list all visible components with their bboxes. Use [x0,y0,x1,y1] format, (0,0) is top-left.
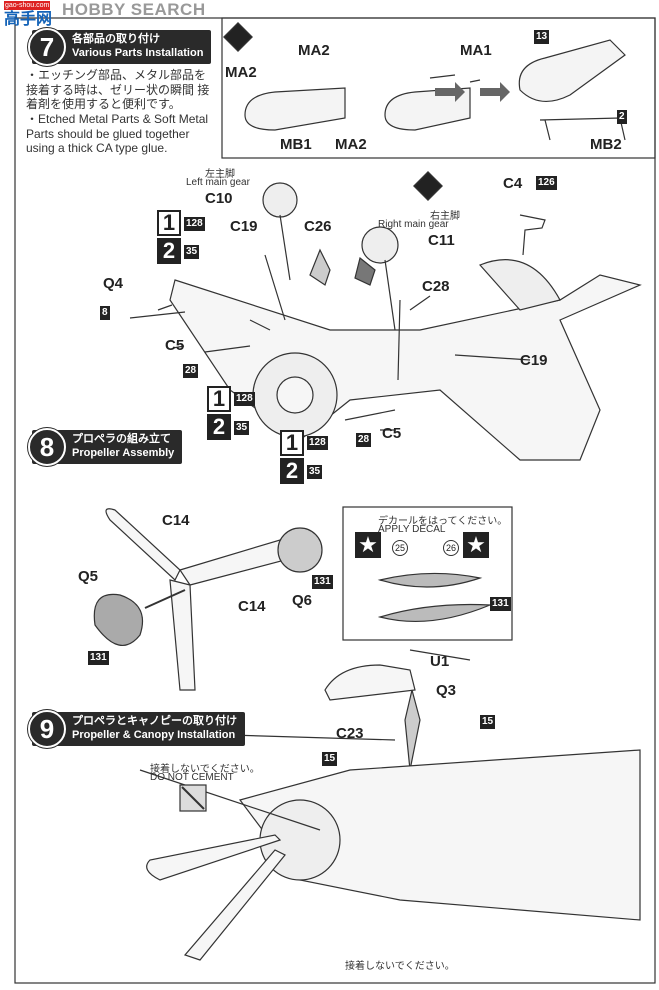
variant-2-badge: 2 [207,414,231,440]
part-c19: C19 [520,352,548,369]
step-9-header: 9 プロペラとキャノピーの取り付け Propeller & Canopy Ins… [28,710,245,748]
part-c5: C5 [165,337,185,354]
bomb-drawings [244,39,626,141]
variant-1-badge: 1 [157,210,181,236]
step-title-en: Propeller Assembly [72,447,175,459]
decal-instruction-jp: デカールをはってください。 [378,516,508,527]
star-insignia-icon: ★ [355,532,381,558]
step-title-jp: 各部品の取り付け [72,33,160,45]
part-q4: Q4 [103,275,124,292]
part-label: MA1 [460,42,492,59]
note-jp: ・エッチング部品、メタル部品を 接着する時は、ゼリー状の瞬間 接着剤を使用すると… [26,68,210,111]
paint-code: 15 [322,752,338,766]
decal-number: 25 [392,540,408,556]
do-not-cement-en: DO NOT CEMENT [150,772,234,783]
landing-gear [129,182,546,421]
diamond-marking-icon [223,22,253,52]
aircraft-top-view [169,259,642,461]
part-c28: C28 [422,278,450,295]
part-c14: C14 [238,598,266,615]
paint-code: 28 [183,364,199,378]
part-c23: C23 [336,725,364,742]
step-title-jp: プロペラとキャノピーの取り付け [72,715,237,727]
part-c11: C11 [428,232,455,249]
part-c4: C4 [503,175,523,192]
paint-code: 15 [480,715,496,729]
part-label: MA2 [225,64,257,81]
part-u1: U1 [430,653,450,670]
note-en: ・Etched Metal Parts & Soft Metal Parts s… [26,112,209,155]
paint-code: 13 [534,30,550,44]
paint-code: 2 [617,110,627,124]
bomb-inset-frame [221,17,656,159]
paint-code: 126 [536,176,557,190]
watermark-text: HOBBY SEARCH [62,0,206,19]
decal-instruction-en: APPLY DECAL [378,524,446,535]
watermark: HOBBY SEARCH [0,0,206,20]
decal-blades [377,572,491,623]
decal-inset-frame [342,506,513,641]
aircraft-canopy-view [139,664,641,961]
right-gear-en: Right main gear [378,219,449,230]
part-label: MA2 [298,42,330,59]
diamond-marking-icon [413,171,443,201]
do-not-cement-jp-bottom: 接着しないでください。 [345,961,455,972]
variant-1-badge: 1 [207,386,231,412]
left-gear-jp: 左主脚 [205,169,235,180]
step-8-header: 8 プロペラの組み立て Propeller Assembly [28,428,183,466]
step-title-en: Various Parts Installation [72,47,204,59]
step-number: 9 [28,710,66,748]
paint-code: 35 [234,421,250,435]
variant-2-badge: 2 [280,458,304,484]
part-q5: Q5 [78,568,99,585]
site-url: gao-shou.com [4,1,51,10]
part-c10: C10 [205,190,233,207]
variant-2-badge: 2 [157,238,181,264]
step-number: 7 [28,28,66,66]
part-label: MA2 [335,136,367,153]
decal-number: 26 [443,540,459,556]
paint-code: 131 [490,597,511,611]
variant-1-badge: 1 [280,430,304,456]
part-label: MB1 [280,136,312,153]
part-c26: C26 [304,218,332,235]
paint-code: 35 [184,245,200,259]
paint-code: 35 [307,465,323,479]
propeller-drawings [93,508,323,691]
star-insignia-icon: ★ [463,532,489,558]
step-7-header: 7 各部品の取り付け Various Parts Installation [28,28,212,66]
do-not-cement-jp: 接着しないでください。 [150,764,260,775]
leader-lines [157,295,531,741]
paint-code: 128 [234,392,255,406]
paint-code: 131 [88,651,109,665]
left-gear-en: Left main gear [186,177,250,188]
paint-code: 128 [307,436,328,450]
site-logo: 高手网 [4,11,53,28]
step-title-en: Propeller & Canopy Installation [72,729,236,741]
paint-code: 28 [356,433,372,447]
part-label: MB2 [590,136,622,153]
step-title-jp: プロペラの組み立て [72,433,171,445]
part-c19: C19 [230,218,258,235]
arrow-icons [435,82,510,102]
part-q3: Q3 [436,682,457,699]
step-number: 8 [28,428,66,466]
part-q6: Q6 [292,592,313,609]
part-c14: C14 [162,512,190,529]
paint-code: 8 [100,306,110,320]
right-gear-jp: 右主脚 [430,211,460,222]
paint-code: 128 [184,217,205,231]
paint-code: 131 [312,575,333,589]
part-c5: C5 [382,425,402,442]
